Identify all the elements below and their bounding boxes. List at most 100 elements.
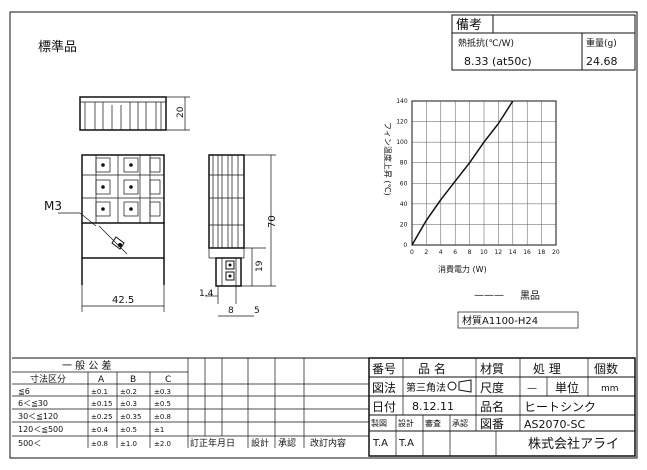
material-rule: ——— — [474, 290, 504, 301]
chart-x-tick-label: 4 — [439, 249, 443, 256]
tolerance-c: ±0.8 — [154, 413, 171, 421]
tolerance-range: 30＜≦120 — [18, 412, 58, 421]
title-block: 番号 品 名 材質 処 理 個数 図法 第三角法 尺度 — 単位 mm 日付 8… — [368, 357, 636, 457]
chart-x-tick-label: 8 — [468, 249, 472, 256]
tb-product-label: 品名 — [480, 399, 504, 414]
side-view: 70 19 1.4 8 5 — [199, 154, 278, 317]
chart-x-ticks: 0 2 4 6 8 10 12 14 16 18 20 — [410, 249, 560, 256]
material-frame — [457, 311, 579, 329]
chart-y-tick-label: 20 — [400, 221, 408, 228]
tb-unit-label: 単位 — [555, 380, 579, 395]
dim-pin-pitch: 8 — [228, 306, 234, 316]
projection-symbol-icon — [447, 379, 472, 393]
tolerance-a: ±0.15 — [91, 400, 112, 408]
chart-x-tick-label: 10 — [480, 249, 488, 256]
chart-y-tick-label: 60 — [400, 180, 408, 187]
grade-b: B — [130, 375, 136, 385]
tb-material-label: 材質 — [480, 361, 504, 376]
chart-y-label: フィン温度上昇 (℃) — [383, 122, 393, 196]
tb-no-label: 番号 — [372, 362, 396, 376]
weight-value: 24.68 — [586, 55, 618, 68]
tolerance-a: ±0.25 — [91, 413, 112, 421]
weight-label: 重量(g) — [586, 37, 617, 49]
tolerance-b: ±0.3 — [120, 400, 137, 408]
tb-company: 株式会社アライ — [528, 436, 619, 452]
tolerance-range: 500＜ — [18, 439, 41, 448]
chart-x-tick-label: 18 — [538, 249, 546, 256]
tb-date-label: 日付 — [372, 400, 396, 414]
tolerance-b: ±0.35 — [120, 413, 141, 421]
tolerance-table: 一 般 公 差 寸法区分 A B C 訂正年月日 設計 承認 改訂内容 — [12, 357, 369, 449]
dim-width: 42.5 — [112, 295, 134, 306]
chart-series-line — [411, 100, 514, 246]
tolerance-col-label: 寸法区分 — [30, 373, 66, 385]
tb-treatment-label: 処 理 — [533, 362, 561, 376]
chart-x-tick-label: 14 — [509, 249, 517, 256]
tb-drawing-no-label: 図番 — [480, 417, 504, 431]
tolerance-c: ±0.3 — [154, 388, 171, 396]
tolerance-a: ±0.1 — [91, 388, 108, 396]
grade-a: A — [98, 375, 105, 385]
dim-pin-offset: 5 — [254, 306, 260, 316]
remarks-box: 備考 熱抵抗(℃/W) 8.33 (at50c) 重量(g) 24.68 — [451, 14, 636, 71]
thread-callout: M3 — [44, 199, 62, 213]
tb-sign-drafting: T.A — [372, 438, 388, 449]
tolerance-c: ±1 — [154, 426, 164, 434]
rev-date-label: 訂正年月日 — [190, 437, 235, 449]
tolerance-c: ±2.0 — [154, 440, 171, 448]
chart-x-label: 消費電力 (W) — [438, 264, 487, 274]
thermal-resistance-value: 8.33 (at50c) — [464, 55, 532, 68]
tb-approve-label: 承認 — [452, 418, 468, 428]
finish-note: 黒品 — [520, 290, 540, 302]
top-view: 20 — [79, 96, 190, 131]
rev-design-label: 設計 — [251, 437, 269, 449]
tolerance-range: 6＜≦30 — [18, 399, 48, 408]
tb-unit-value: mm — [601, 384, 619, 394]
tolerance-a: ±0.8 — [91, 440, 108, 448]
standard-product-label: 標準品 — [38, 39, 77, 55]
tolerance-range: ≦6 — [18, 387, 30, 396]
dim-profile-height: 20 — [176, 106, 186, 118]
tb-scale-label: 尺度 — [480, 380, 504, 395]
tb-projection-label: 図法 — [372, 381, 396, 395]
tb-projection-value: 第三角法 — [406, 381, 446, 394]
tb-drawing-no-value: AS2070-SC — [524, 418, 585, 431]
rev-reason-label: 改訂内容 — [310, 437, 346, 449]
chart-x-tick-label: 2 — [424, 249, 428, 256]
rev-approve-label: 承認 — [278, 437, 296, 449]
tb-qty-label: 個数 — [594, 361, 618, 376]
grade-c: C — [165, 375, 171, 385]
thermal-resistance-label: 熱抵抗(℃/W) — [458, 37, 514, 49]
tolerance-title: 一 般 公 差 — [62, 359, 112, 372]
chart-x-tick-label: 0 — [410, 249, 414, 256]
tb-scale-value: — — [527, 383, 537, 394]
tolerance-b: ±1.0 — [120, 440, 137, 448]
chart-y-tick-label: 140 — [396, 98, 408, 105]
dim-pin-height: 19 — [255, 260, 265, 272]
chart-x-tick-label: 16 — [523, 249, 531, 256]
chart-x-tick-label: 12 — [494, 249, 502, 256]
tb-date-value: 8.12.11 — [412, 400, 454, 413]
tb-design-label: 設計 — [398, 418, 414, 428]
chart-y-tick-label: 120 — [396, 119, 408, 126]
sheet-border — [9, 11, 638, 459]
tb-product-value: ヒートシンク — [524, 400, 596, 414]
tb-name-label: 品 名 — [418, 361, 446, 376]
chart-y-tick-label: 0 — [403, 242, 407, 249]
dim-overall-height: 70 — [267, 215, 278, 228]
tb-sign-design: T.A — [398, 438, 414, 449]
chart-y-tick-label: 100 — [396, 139, 408, 146]
tb-check-label: 審査 — [425, 418, 441, 428]
front-view: M3 42.5 — [44, 154, 165, 312]
tolerance-b: ±0.2 — [120, 388, 137, 396]
tolerance-b: ±0.5 — [120, 426, 137, 434]
chart-x-tick-label: 6 — [453, 249, 457, 256]
chart-y-tick-label: 40 — [400, 201, 408, 208]
chart-x-tick-label: 20 — [552, 249, 560, 256]
tolerance-rows: ≦6 ±0.1 ±0.2 ±0.3 6＜≦30 ±0.15 ±0.3 ±0.5 30＜≦120 ±… — [18, 387, 171, 448]
chart-grid — [411, 100, 556, 246]
